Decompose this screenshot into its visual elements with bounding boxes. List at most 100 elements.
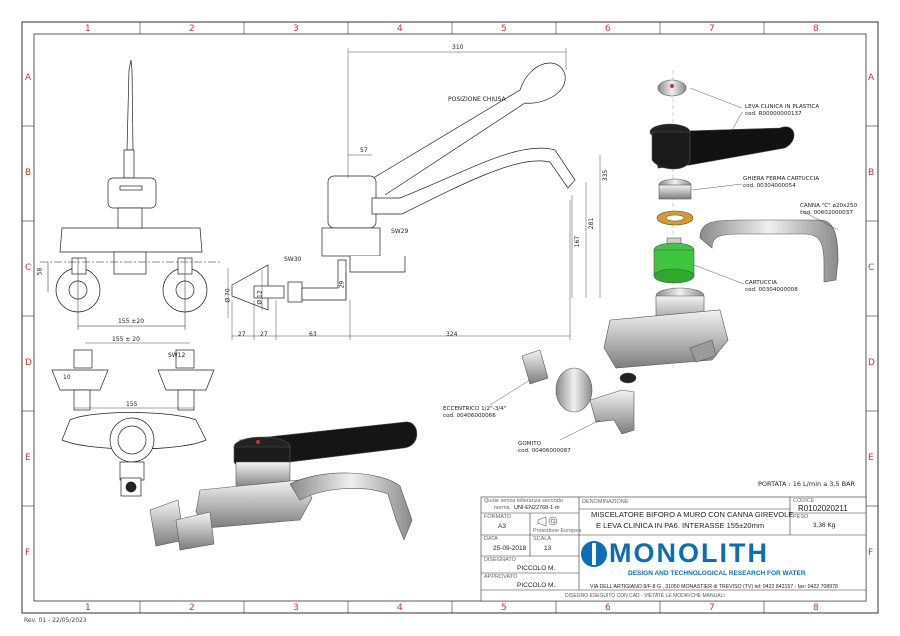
tb-approvato-value: PICCOLO M. <box>517 582 556 589</box>
tb-disclaimer: DISEGNO ESEGUITO CON CAD - VIETATE LE MO… <box>565 593 725 599</box>
dim-plan-155: 155 <box>126 401 138 408</box>
grid-row-a: A <box>25 73 32 83</box>
grid-row-c: C <box>25 263 32 273</box>
grid-col-6-bottom: 6 <box>605 603 611 613</box>
callout-leva-label: LEVA CLINICA IN PLASTICA <box>745 104 820 110</box>
dim-bottom-27a: 27 <box>238 331 246 338</box>
label-posizione-chiusa: POSIZIONE CHIUSA <box>448 96 506 103</box>
tb-address: VIA DELL'ARTIGIANO 8/F-8 G , 31050 MONAS… <box>590 584 838 590</box>
grid-row-e: E <box>25 453 31 463</box>
tb-quote-label: Quote senza tolleranza secondo <box>484 498 563 504</box>
grid-row-b-right: B <box>868 168 875 178</box>
grid-col-8-bottom: 8 <box>813 603 819 613</box>
dim-side-29: 29 <box>338 280 346 289</box>
callout-leva: LEVA CLINICA IN PLASTICA cod. R000000001… <box>745 104 819 118</box>
exploded-view <box>489 70 839 441</box>
tb-norma-label: norma <box>494 505 510 511</box>
callout-eccentrico-code: cod. 00406000066 <box>443 413 496 419</box>
outer-frame <box>21 21 879 614</box>
side-view <box>227 48 601 340</box>
callout-gomito-code: cod. 00406000087 <box>518 448 571 454</box>
grid-col-7-bottom: 7 <box>709 603 715 613</box>
grid-row-f: F <box>25 548 31 558</box>
callout-cartuccia: CARTUCCIA cod. 00304000008 <box>745 280 798 294</box>
callout-leva-code: cod. R00000000137 <box>745 111 802 117</box>
tb-scala-value: 13 <box>544 545 552 552</box>
grid-row-a-right: A <box>868 73 875 83</box>
brand-tagline: DESIGN AND TECHNOLOGICAL RESEARCH FOR WA… <box>628 570 806 577</box>
tb-data-label: DATA <box>484 536 498 542</box>
grid-col-3: 3 <box>293 24 299 34</box>
grid-col-3-bottom: 3 <box>293 603 299 613</box>
monolith-logo-mark <box>581 541 607 567</box>
callout-ghiera-code: cod. 00304000054 <box>743 183 796 189</box>
revision-note: Rev. 01 - 22/05/2023 <box>24 617 87 624</box>
european-projection-symbol <box>537 516 558 527</box>
grid-ticks <box>22 22 878 613</box>
grid-col-4-bottom: 4 <box>397 603 403 613</box>
dim-sw29: SW29 <box>391 228 409 235</box>
isometric-assembled-view <box>149 421 418 551</box>
tb-disegnato-value: PICCOLO M. <box>517 565 556 572</box>
grid-row-f-right: F <box>868 548 874 558</box>
grid-col-4: 4 <box>397 24 403 34</box>
tb-scala-label: SCALA <box>533 536 552 542</box>
grid-col-5: 5 <box>501 24 507 34</box>
dim-plan-sw12: SW12 <box>168 352 186 359</box>
tb-formato-label: FORMATO <box>484 514 511 520</box>
front-view <box>40 59 222 330</box>
grid-row-b: B <box>25 168 32 178</box>
dim-bottom-27b: 27 <box>260 331 268 338</box>
tb-denominazione-label: DENOMINAZIONE <box>582 499 629 505</box>
tb-denominazione-line1: MISCELATORE BIFORO A MURO CON CANNA GIRE… <box>591 510 794 519</box>
plan-view <box>51 342 215 497</box>
dim-front-width: 155 ±20 <box>118 318 145 325</box>
tb-data-value: 25-09-2018 <box>493 545 527 552</box>
tb-codice-value: R0102020211 <box>798 504 848 513</box>
tb-peso-label: PESO <box>793 514 809 520</box>
callout-ghiera-label: GHIERA FERMA CARTUCCIA <box>743 176 820 182</box>
tb-proiezione-label: Proiezione Europea <box>533 528 582 534</box>
dim-sw30: SW30 <box>284 256 302 263</box>
callout-canna: CANNA "C" ø20x250 cod. 00602000037 <box>800 203 857 217</box>
callout-cartuccia-label: CARTUCCIA <box>745 280 778 286</box>
dim-side-top-width: 310 <box>452 44 464 51</box>
grid-col-2: 2 <box>189 24 195 34</box>
title-block <box>480 496 867 602</box>
grid-col-7: 7 <box>709 24 715 34</box>
grid-col-8: 8 <box>813 24 819 34</box>
callout-canna-label: CANNA "C" ø20x250 <box>800 203 858 209</box>
callout-cartuccia-code: cod. 00304000008 <box>745 287 798 293</box>
dim-bottom-63: 63 <box>309 331 317 338</box>
callout-gomito: GOMITO cod. 00406000087 <box>518 441 571 455</box>
dim-side-167: 167 <box>574 235 582 248</box>
tb-denominazione-line2: E LEVA CLINICA IN PA6. INTERASSE 155±20m… <box>596 521 765 530</box>
portata-note: PORTATA : 16 L/min a 3,5 BAR <box>758 480 856 488</box>
dim-plan-10: 10 <box>63 374 71 381</box>
grid-col-1-bottom: 1 <box>85 603 91 613</box>
dim-side-phi70: Ø 70 <box>224 288 232 303</box>
callout-ghiera: GHIERA FERMA CARTUCCIA cod. 00304000054 <box>743 176 819 190</box>
tb-approvato-label: APPROVATO <box>484 574 518 580</box>
tb-norma-value: UNI-EN22768-1-m <box>514 505 560 511</box>
callout-eccentrico: ECCENTRICO 1/2"-3/4" cod. 00406000066 <box>443 406 506 420</box>
dim-side-phi12: Ø 12 <box>256 290 264 305</box>
grid-col-6: 6 <box>605 24 611 34</box>
grid-col-1: 1 <box>85 24 91 34</box>
dim-side-281: 281 <box>588 217 596 230</box>
grid-col-5-bottom: 5 <box>501 603 507 613</box>
tb-peso-value: 3,36 Kg <box>813 522 836 529</box>
tb-formato-value: A3 <box>498 523 506 530</box>
dim-side-335: 335 <box>602 169 610 182</box>
tb-codice-label: CODICE <box>793 498 815 504</box>
callout-canna-code: cod. 00602000037 <box>800 210 853 216</box>
grid-row-e-right: E <box>868 453 874 463</box>
callout-eccentrico-label: ECCENTRICO 1/2"-3/4" <box>443 406 507 412</box>
tb-disegnato-label: DISEGNATO <box>484 557 516 563</box>
grid-col-2-bottom: 2 <box>189 603 195 613</box>
dim-side-57: 57 <box>360 147 368 154</box>
grid-row-d-right: D <box>868 358 875 368</box>
dim-front-height: 58 <box>36 267 44 276</box>
